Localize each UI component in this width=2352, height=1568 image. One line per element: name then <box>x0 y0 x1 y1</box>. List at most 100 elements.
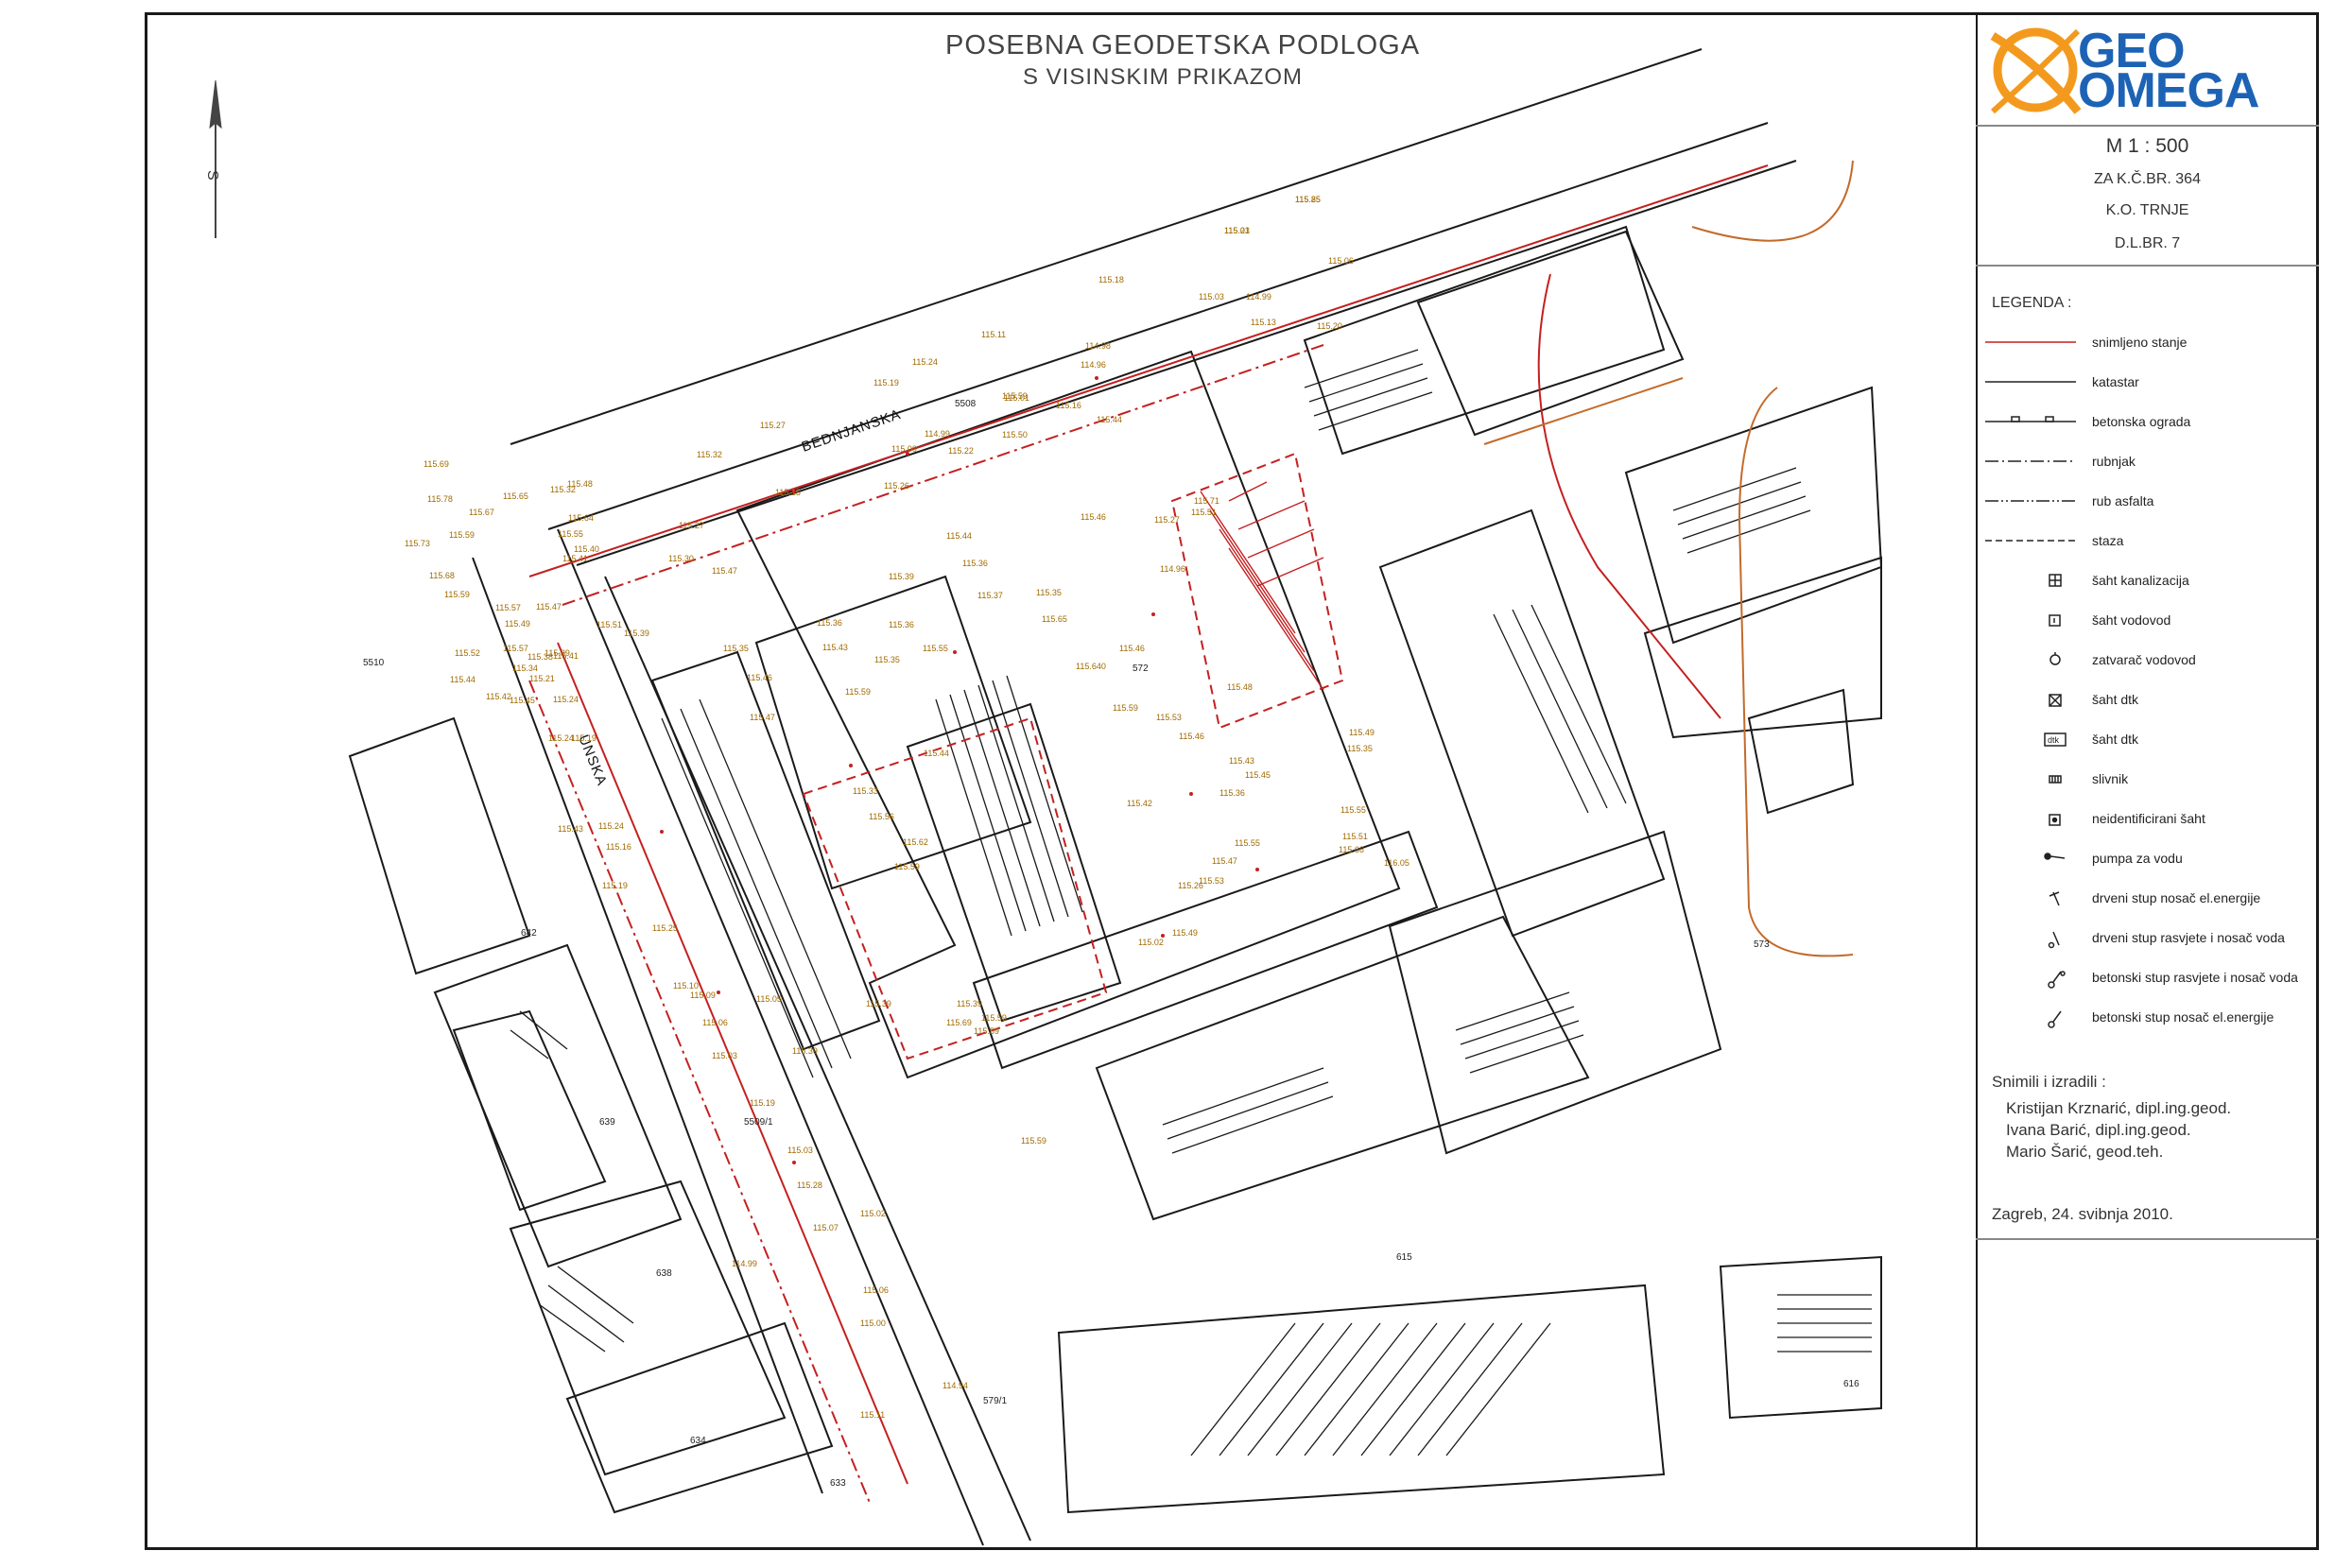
elevation-label: 115.35 <box>1347 744 1373 753</box>
grid-box-icon <box>2049 574 2062 587</box>
map-sheet-frame <box>145 12 2319 1550</box>
elevation-label: 115.00 <box>860 1318 886 1328</box>
elevation-label: 115.45 <box>510 696 535 705</box>
elevation-label: 115.02 <box>1138 938 1164 947</box>
building-south-2 <box>1719 1255 1882 1420</box>
elevation-label: 115.43 <box>558 824 583 834</box>
street-edge-north <box>510 48 1703 445</box>
legend-item-label: šaht dtk <box>2092 732 2139 747</box>
elevation-label: 115.85 <box>1295 195 1321 204</box>
building-east-4 <box>1747 688 1855 815</box>
elevation-label: 115.44 <box>1097 415 1122 424</box>
elevation-label: 115.24 <box>912 357 938 367</box>
elevation-label: 115.67 <box>469 508 494 517</box>
elevation-label: 115.24 <box>553 695 579 704</box>
elevation-label: 115.55 <box>558 529 583 539</box>
elevation-label: 115.02 <box>860 1209 886 1218</box>
parcel-number: ZA K.Č.BR. 364 <box>2094 171 2201 187</box>
grate-icon <box>2049 775 2062 784</box>
elevation-label: 115.15 <box>775 488 801 497</box>
elevation-label: 115.20 <box>1317 321 1342 331</box>
elevation-label: 115.48 <box>567 479 593 489</box>
elevation-label: 115.44 <box>450 675 476 684</box>
elevation-label: 115.59 <box>444 590 470 599</box>
legend-item-label: neidentificirani šaht <box>2092 811 2205 826</box>
elevation-label: 115.55 <box>1235 838 1260 848</box>
elevation-label: 115.42 <box>486 692 511 701</box>
elevation-label: 115.41 <box>553 651 579 661</box>
north-arrow-label: S <box>204 170 220 181</box>
elevation-label: 115.640 <box>1076 662 1106 671</box>
parcel-label: 638 <box>656 1268 672 1279</box>
legend-item-label: pumpa za vodu <box>2092 851 2183 866</box>
legend-item-label: rubnjak <box>2092 454 2136 469</box>
legend-item-label: zatvarač vodovod <box>2092 652 2196 667</box>
elevation-label: 115.41 <box>562 554 588 563</box>
elevation-label: 115.44 <box>924 749 949 758</box>
elevation-label: 115.00 <box>891 444 917 454</box>
legend-item-label: slivnik <box>2092 771 2129 786</box>
elevation-label: 115.73 <box>405 539 430 548</box>
legend-item-label: šaht kanalizacija <box>2092 573 2189 588</box>
legend-item-label: betonski stup rasvjete i nosač voda <box>2092 970 2298 985</box>
elevation-label: 115.69 <box>424 459 449 469</box>
credit-person: Mario Šarić, geod.teh. <box>2006 1143 2164 1161</box>
pump-icon <box>2044 853 2066 860</box>
building-inner <box>754 575 1032 890</box>
elevation-label: 115.51 <box>1191 508 1217 517</box>
surveyed-edge-bednjanska-2 <box>562 344 1324 606</box>
elevation-label: 115.50 <box>1002 430 1028 439</box>
elevation-label: 115.65 <box>503 491 528 501</box>
cadastral-municipality: K.O. TRNJE <box>2105 202 2189 218</box>
elevation-label: 115.27 <box>1154 515 1180 525</box>
parcel-label: 642 <box>521 928 537 939</box>
legend-item-label: šaht vodovod <box>2092 612 2171 628</box>
elevation-label: 115.59 <box>1002 391 1028 401</box>
elevation-label: 115.65 <box>1042 614 1067 624</box>
sheet-number: D.L.BR. 7 <box>2114 235 2181 251</box>
circle-dot-icon <box>2049 652 2061 665</box>
elevation-label: 115.33 <box>853 786 878 796</box>
elevation-label: 115.59 <box>1021 1136 1046 1146</box>
building-sw-5 <box>452 1009 607 1212</box>
credit-person: Ivana Barić, dipl.ing.geod. <box>2006 1121 2191 1139</box>
elevation-label: 115.25 <box>652 923 678 933</box>
elevation-label: 115.46 <box>1081 512 1106 522</box>
street-edge-bednjanska-2 <box>576 160 1797 566</box>
elevation-label: 115.36 <box>889 620 914 629</box>
map-subtitle: S VISINSKIM PRIKAZOM <box>1023 64 1304 90</box>
elevation-label: 115.48 <box>1227 682 1253 692</box>
elevation-label: 115.35 <box>723 644 749 653</box>
elevation-label: 115.39 <box>545 648 570 658</box>
logo-text-omega: OMEGA <box>2078 63 2259 118</box>
cross-box-icon <box>2049 694 2062 707</box>
building-long-3 <box>1095 915 1590 1221</box>
elevation-label: 115.35 <box>874 655 900 664</box>
elevation-label: 115.47 <box>712 566 737 576</box>
title-block-panel <box>1976 12 2319 1550</box>
elevation-label: 115.11 <box>860 1410 885 1420</box>
map-drawing: BEDNJANSKA UNSKA 5508 5510 572 573 642 6… <box>204 48 1883 1546</box>
map-scale: M 1 : 500 <box>2105 135 2189 157</box>
parcel-label: 616 <box>1843 1379 1859 1389</box>
elevation-label: 115.10 <box>673 981 699 991</box>
elevation-label: 115.55 <box>923 644 948 653</box>
elevation-label: 115.45 <box>1245 770 1271 780</box>
elevation-label: 115.57 <box>495 603 521 612</box>
elevation-label: 115.62 <box>903 837 928 847</box>
elevation-label: 115.30 <box>668 554 694 563</box>
surveyed-lane-parking <box>1170 452 1344 730</box>
elevation-label: 115.19 <box>750 1098 775 1108</box>
elevation-label: 115.46 <box>747 673 772 682</box>
elevation-label: 115.57 <box>503 644 528 653</box>
elevation-label: 115.19 <box>571 733 597 743</box>
elevation-label: 115.40 <box>574 544 599 554</box>
elevation-label: 115.06 <box>1328 256 1354 266</box>
legend-item-label: betonski stup nosač el.energije <box>2092 1009 2274 1025</box>
elevation-label: 115.01 <box>1224 226 1250 235</box>
parcel-label: 5509/1 <box>744 1117 773 1128</box>
elevation-label: 115.28 <box>797 1180 822 1190</box>
elevation-label: 115.51 <box>597 620 622 629</box>
north-arrow: S <box>204 79 222 238</box>
elevation-label: 115.59 <box>974 1026 999 1036</box>
